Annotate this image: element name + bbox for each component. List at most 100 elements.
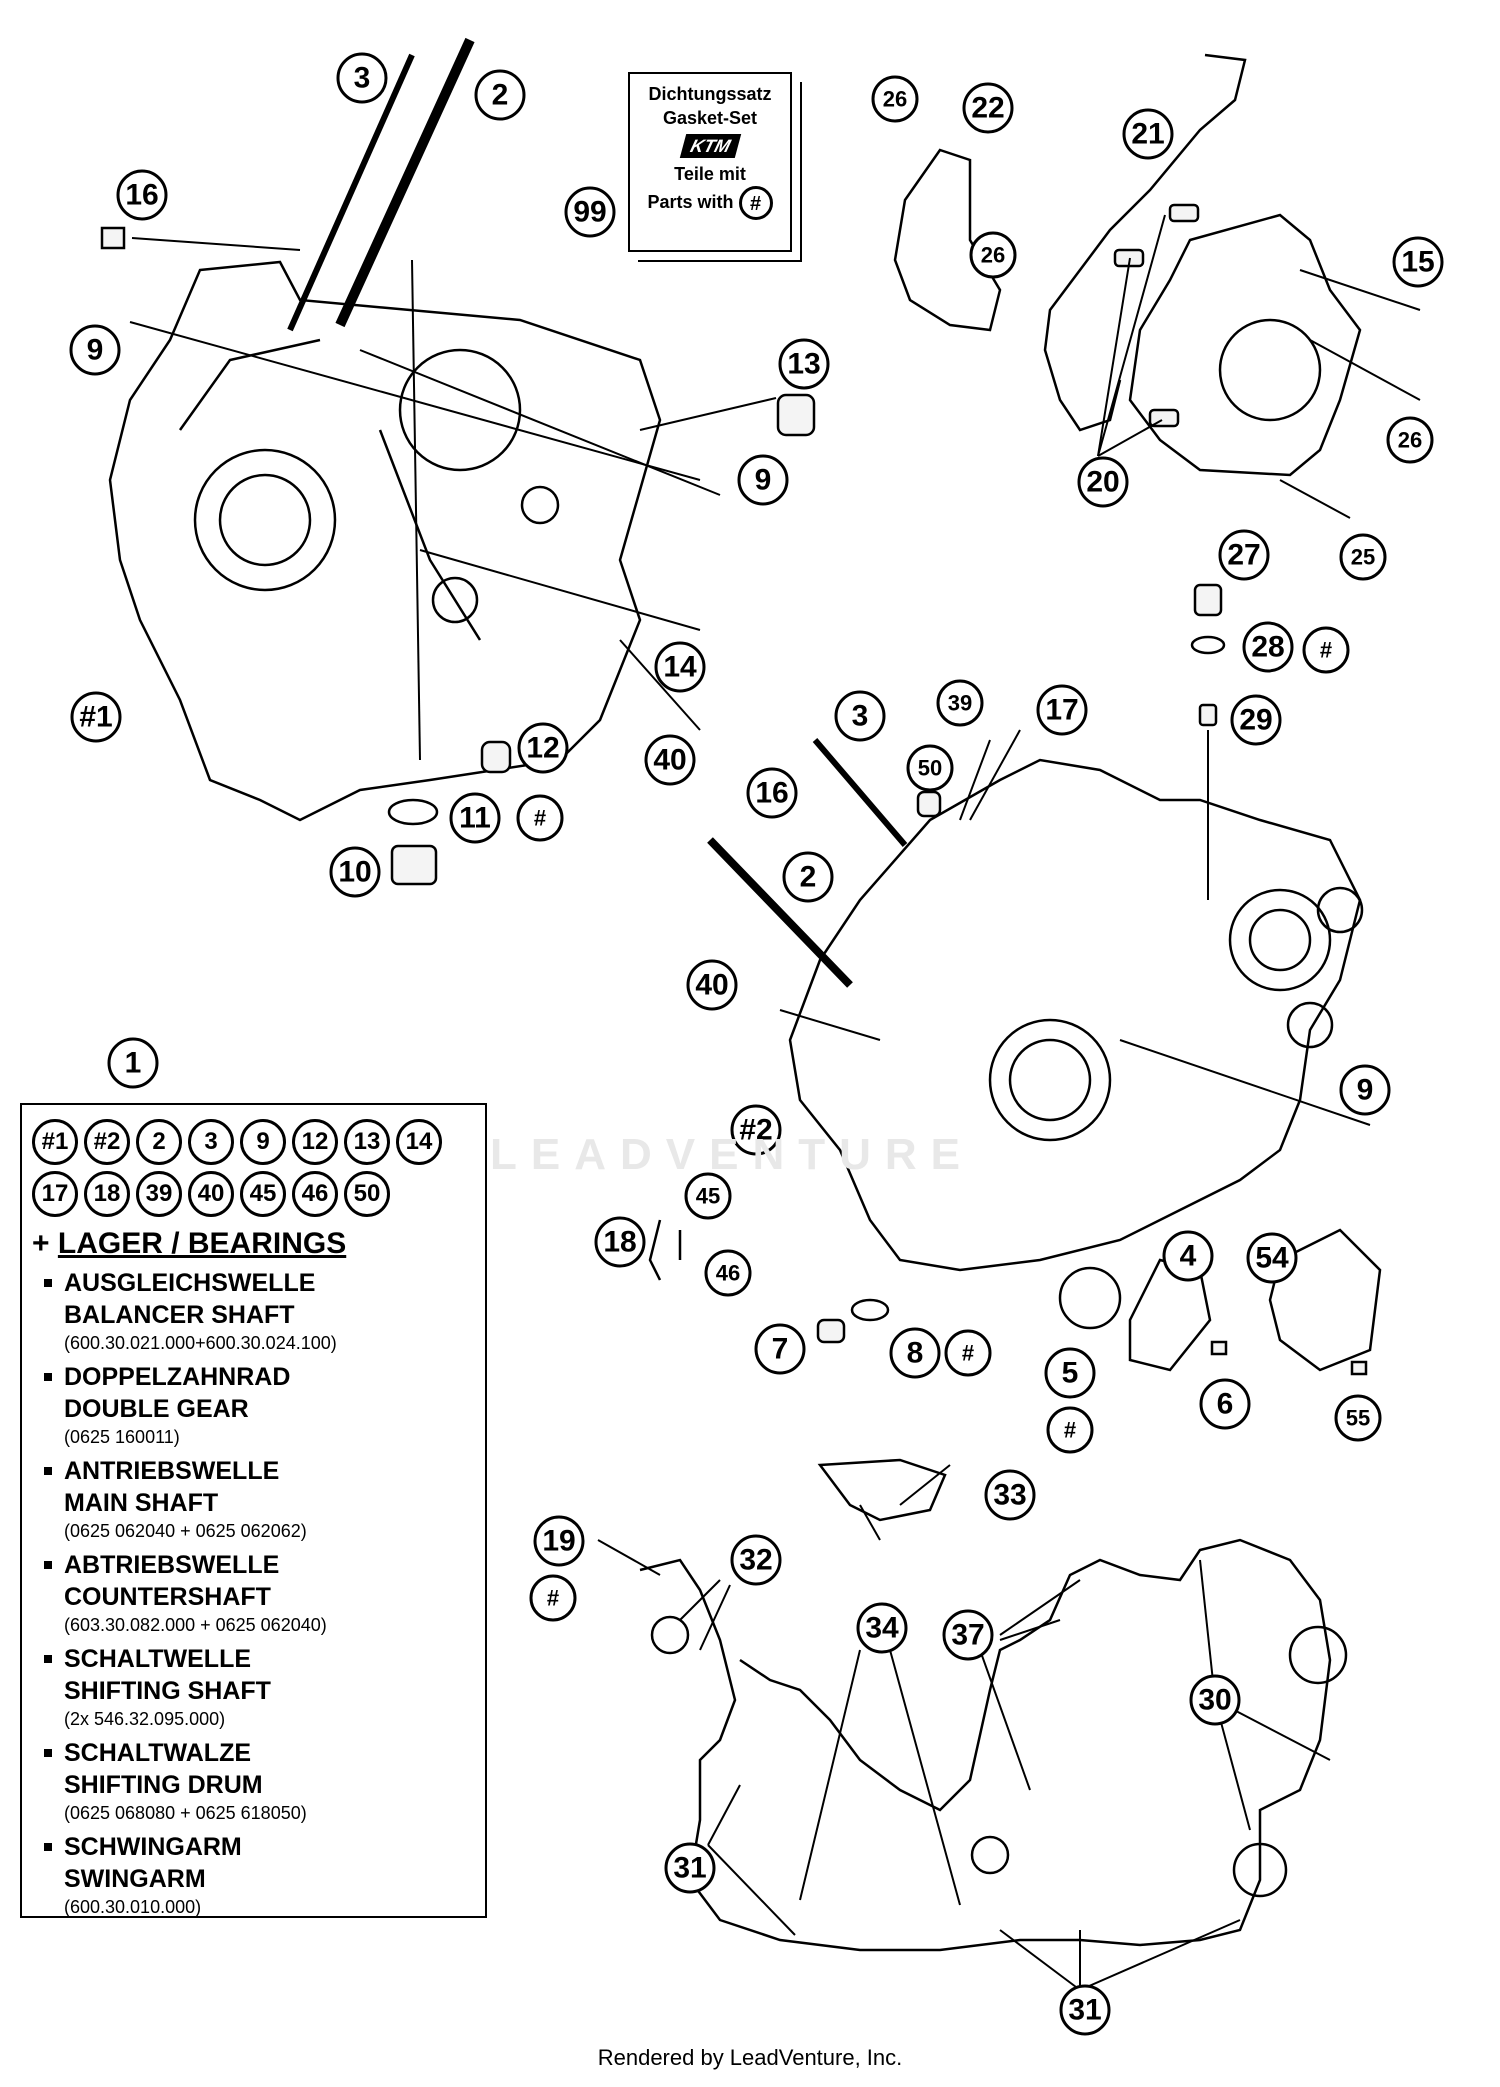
callout-circle [1189, 1674, 1241, 1726]
callout-c31b: 31 [1059, 1984, 1111, 2036]
callout-label: 40 [695, 969, 728, 1002]
callout-c9b: 9 [737, 454, 789, 506]
callout-label: 20 [1086, 466, 1119, 499]
callout-c29: 29 [1230, 694, 1282, 746]
legend-header-prefix: + [32, 1227, 50, 1260]
callout-circle [730, 1104, 782, 1156]
legend-item-partnumber: (0625 160011) [64, 1427, 180, 1447]
callout-label: 5 [1062, 1357, 1079, 1390]
legend-item-partnumber: (0625 068080 + 0625 618050) [64, 1803, 307, 1823]
callout-label: 26 [981, 243, 1005, 268]
callout-circle [1339, 533, 1387, 581]
callout-c8: 8 [889, 1327, 941, 1379]
callout-label: 9 [755, 464, 772, 497]
legend-chip: 2 [136, 1119, 182, 1165]
callout-circle [1046, 1406, 1094, 1454]
callout-label: 50 [918, 756, 942, 781]
callout-label: 2 [800, 861, 817, 894]
callout-c46: 46 [704, 1249, 752, 1297]
callout-c17: 17 [1036, 684, 1088, 736]
callout-label: 28 [1251, 631, 1284, 664]
callout-c18: 18 [594, 1216, 646, 1268]
callout-label: # [962, 1341, 974, 1366]
callout-label: 16 [125, 179, 158, 212]
callout-label: 54 [1255, 1242, 1289, 1275]
callout-label: 40 [653, 744, 686, 777]
legend-item-english: DOUBLE GEAR [64, 1395, 249, 1423]
callout-c40a: 40 [644, 734, 696, 786]
callout-label: 26 [1398, 428, 1422, 453]
callout-c8h: # [944, 1329, 992, 1377]
callout-label: 14 [663, 651, 697, 684]
callout-circle [686, 959, 738, 1011]
legend-item-english: BALANCER SHAFT [64, 1301, 295, 1329]
callout-c30: 30 [1189, 1674, 1241, 1726]
callout-circle [944, 1329, 992, 1377]
callout-c26a: 26 [871, 75, 919, 123]
callout-c21: 21 [1122, 108, 1174, 160]
callout-circle [594, 1216, 646, 1268]
callout-circle [871, 75, 919, 123]
legend-item-german: SCHWINGARM [36, 1831, 485, 1863]
callout-c11: 11 [449, 792, 501, 844]
callout-circle [1339, 1064, 1391, 1116]
callout-label: 19 [542, 1525, 575, 1558]
callout-c33: 33 [984, 1469, 1036, 1521]
callout-c26c: 26 [1386, 416, 1434, 464]
gasket-set-box: Dichtungssatz Gasket-Set KTM Teile mit P… [628, 72, 792, 252]
callout-circle [1044, 1347, 1096, 1399]
callout-label: 45 [696, 1184, 720, 1209]
callout-c19: 19 [533, 1515, 585, 1567]
callout-circle [746, 767, 798, 819]
callout-label: 32 [739, 1544, 772, 1577]
callout-circle [704, 1249, 752, 1297]
callout-label: 25 [1351, 545, 1375, 570]
legend-item-partnumber: (600.30.010.000) [64, 1897, 202, 1917]
callout-circle [962, 82, 1014, 134]
callout-label: 34 [865, 1612, 899, 1645]
callout-circle [1162, 1230, 1214, 1282]
callout-label: 10 [338, 856, 371, 889]
callout-label: 27 [1227, 539, 1260, 572]
callout-label: 15 [1401, 246, 1434, 279]
callout-c32: 32 [730, 1534, 782, 1586]
callout-circle [1230, 694, 1282, 746]
legend-chip: 40 [188, 1171, 234, 1217]
legend-item-partnumber: (600.30.021.000+600.30.024.100) [64, 1333, 337, 1353]
legend-chip: 13 [344, 1119, 390, 1165]
callout-c34: 34 [856, 1602, 908, 1654]
callout-label: 6 [1217, 1388, 1234, 1421]
gasket-line2: Gasket-Set [662, 108, 758, 128]
callout-c10: 10 [329, 846, 381, 898]
legend-chip: 46 [292, 1171, 338, 1217]
legend-item-german: ANTRIEBSWELLE [36, 1455, 485, 1487]
callout-circle [834, 690, 886, 742]
callout-c1: 1 [107, 1037, 159, 1089]
legend-chip: 9 [240, 1119, 286, 1165]
callout-label: #1 [79, 701, 112, 734]
callout-c25: 25 [1339, 533, 1387, 581]
legend-chip: #1 [32, 1119, 78, 1165]
callout-circle [684, 1172, 732, 1220]
watermark: LEADVENTURE [490, 1130, 975, 1179]
callout-label: 17 [1045, 694, 1078, 727]
legend-header-text: LAGER / BEARINGS [57, 1227, 347, 1260]
callout-circle [329, 846, 381, 898]
callout-circle [889, 1327, 941, 1379]
callout-c12: 12 [517, 722, 569, 774]
callout-c3b: 3 [834, 690, 886, 742]
right-crankcase-half [648, 583, 1382, 1376]
callout-c2b: 2 [782, 851, 834, 903]
callout-circle [778, 338, 830, 390]
legend-item-german: SCHALTWELLE [36, 1643, 485, 1675]
callout-label: 33 [993, 1479, 1026, 1512]
gasket-line1: Dichtungssatz [648, 84, 772, 104]
callout-circle [644, 734, 696, 786]
callout-circle [1218, 529, 1270, 581]
